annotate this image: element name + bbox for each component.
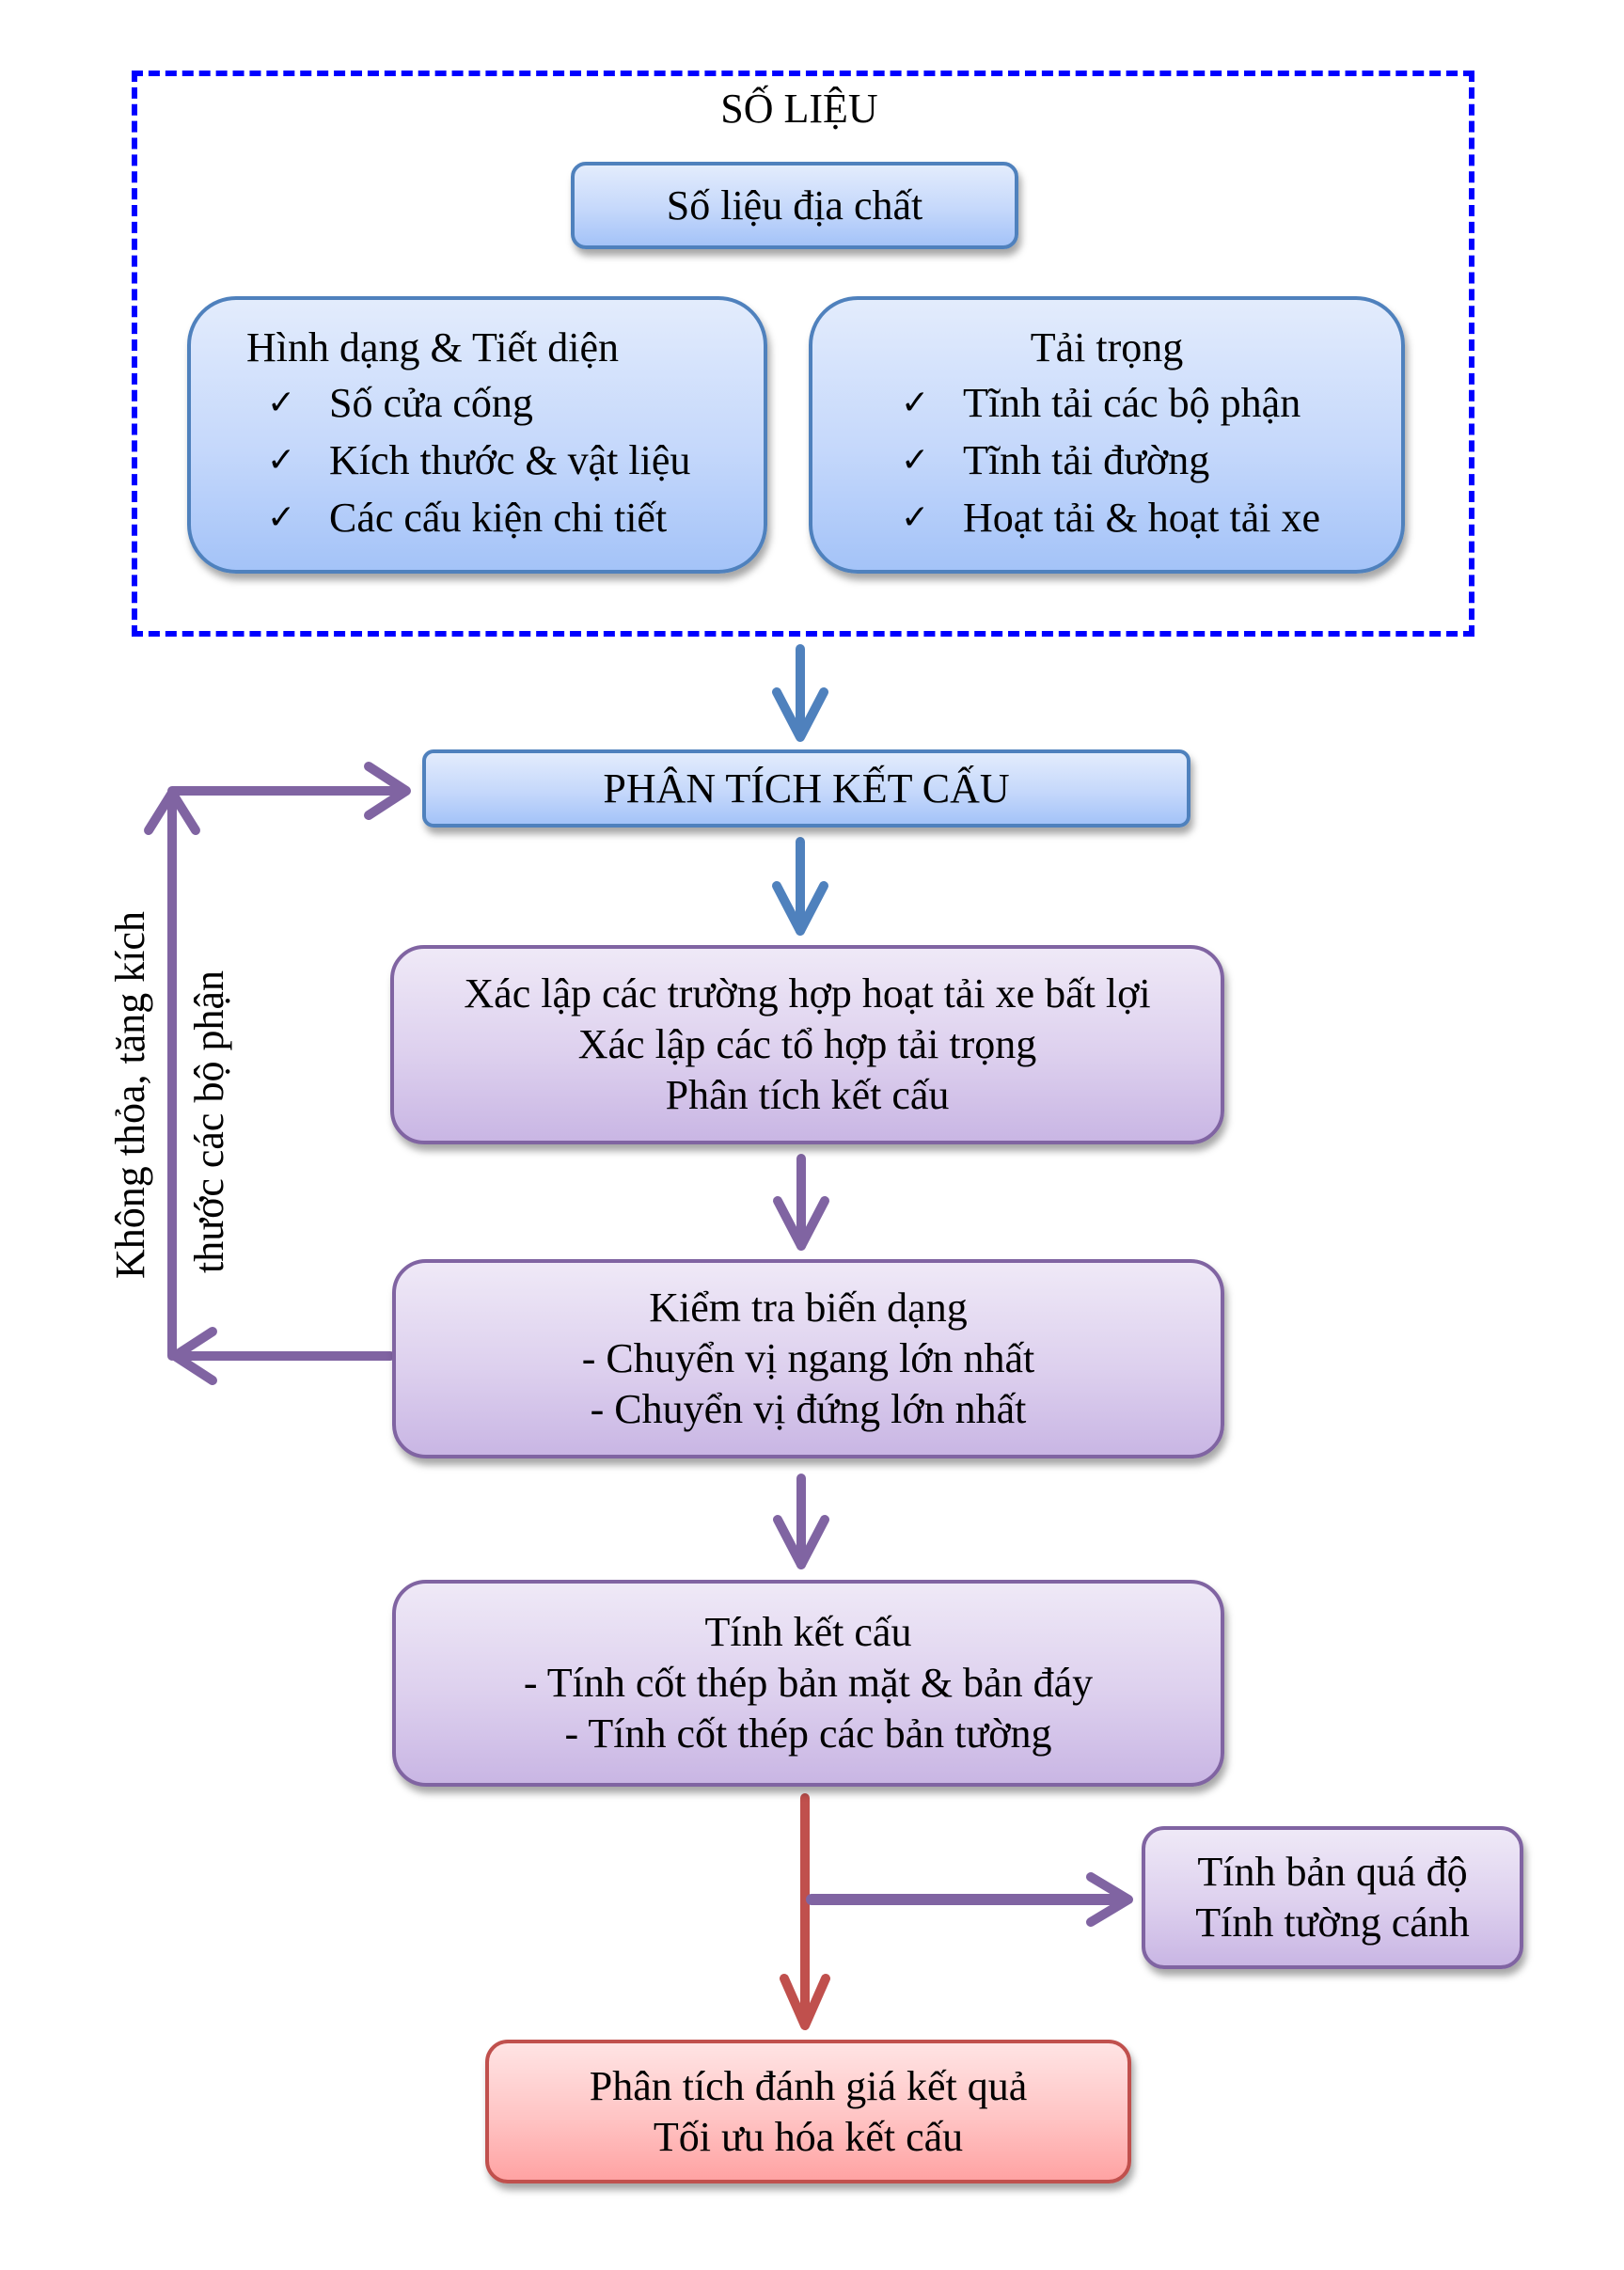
check-icon: ✓ [901, 384, 930, 422]
geology-data-label: Số liệu địa chất [666, 181, 923, 229]
text-line: Phân tích kết cấu [665, 1072, 950, 1118]
text-line: - Tính cốt thép các bản tường [564, 1710, 1052, 1757]
input-data-frame [132, 71, 1474, 637]
check-icon: ✓ [901, 498, 930, 537]
loads-item: ✓ Hoạt tải & hoạt tải xe [901, 489, 1320, 546]
geometry-box-title: Hình dạng & Tiết diện [246, 324, 620, 370]
arrow-to-side-box [806, 1872, 1133, 1927]
feedback-loop-arrow [144, 762, 411, 1385]
text-line: Kiểm tra biến dạng [649, 1285, 968, 1331]
geometry-item: ✓ Số cửa cống [267, 374, 690, 432]
loads-box-title: Tải trọng [1030, 324, 1184, 370]
text-line: Xác lập các trường hợp hoạt tải xe bất l… [464, 970, 1151, 1017]
text-line: Phân tích đánh giá kết quả [589, 2062, 1028, 2109]
arrow-analysis-to-loadcases [772, 837, 828, 936]
loads-item: ✓ Tĩnh tải các bộ phận [901, 374, 1320, 432]
text-line: Tính kết cấu [704, 1609, 912, 1655]
arrow-loadcases-to-deformation [773, 1154, 829, 1251]
check-icon: ✓ [267, 498, 296, 537]
loads-item: ✓ Tĩnh tải đường [901, 432, 1320, 489]
check-icon: ✓ [267, 441, 296, 480]
text-line: Tính tường cánh [1195, 1900, 1470, 1946]
text-line: Tính bản quá độ [1197, 1849, 1468, 1895]
structural-analysis-label: PHÂN TÍCH KẾT CẤU [603, 765, 1010, 812]
check-icon: ✓ [901, 441, 930, 480]
arrow-deformation-to-design [773, 1474, 829, 1569]
arrow-input-to-analysis [772, 644, 828, 742]
load-cases-box: Xác lập các trường hợp hoạt tải xe bất l… [390, 945, 1224, 1144]
feedback-label: Không thỏa, tăng kích thước các bộ phận [105, 911, 235, 1279]
loads-box: Tải trọng ✓ Tĩnh tải các bộ phận ✓ Tĩnh … [809, 296, 1405, 574]
side-calculation-box: Tính bản quá độ Tính tường cánh [1142, 1826, 1523, 1969]
input-section-title: SỐ LIỆU [720, 86, 878, 132]
geometry-item: ✓ Kích thước & vật liệu [267, 432, 690, 489]
geometry-item: ✓ Các cấu kiện chi tiết [267, 489, 690, 546]
text-line: Tối ưu hóa kết cấu [653, 2113, 964, 2160]
text-line: Xác lập các tổ hợp tải trọng [577, 1021, 1037, 1067]
geometry-box: Hình dạng & Tiết diện ✓ Số cửa cống ✓ Kí… [187, 296, 767, 574]
result-evaluation-box: Phân tích đánh giá kết quả Tối ưu hóa kế… [485, 2040, 1131, 2183]
feedback-label-line: Không thỏa, tăng kích [107, 910, 153, 1279]
check-icon: ✓ [267, 384, 296, 422]
feedback-label-line: thước các bộ phận [186, 970, 232, 1273]
text-line: - Tính cốt thép bản mặt & bản đáy [523, 1660, 1094, 1706]
geology-data-box: Số liệu địa chất [571, 162, 1018, 249]
structural-analysis-box: PHÂN TÍCH KẾT CẤU [422, 749, 1190, 828]
text-line: - Chuyển vị ngang lớn nhất [581, 1335, 1035, 1381]
arrow-design-to-result [780, 1793, 830, 2030]
deformation-check-box: Kiểm tra biến dạng - Chuyển vị ngang lớn… [392, 1259, 1224, 1458]
text-line: - Chuyển vị đứng lớn nhất [590, 1386, 1027, 1432]
structural-design-box: Tính kết cấu - Tính cốt thép bản mặt & b… [392, 1580, 1224, 1787]
